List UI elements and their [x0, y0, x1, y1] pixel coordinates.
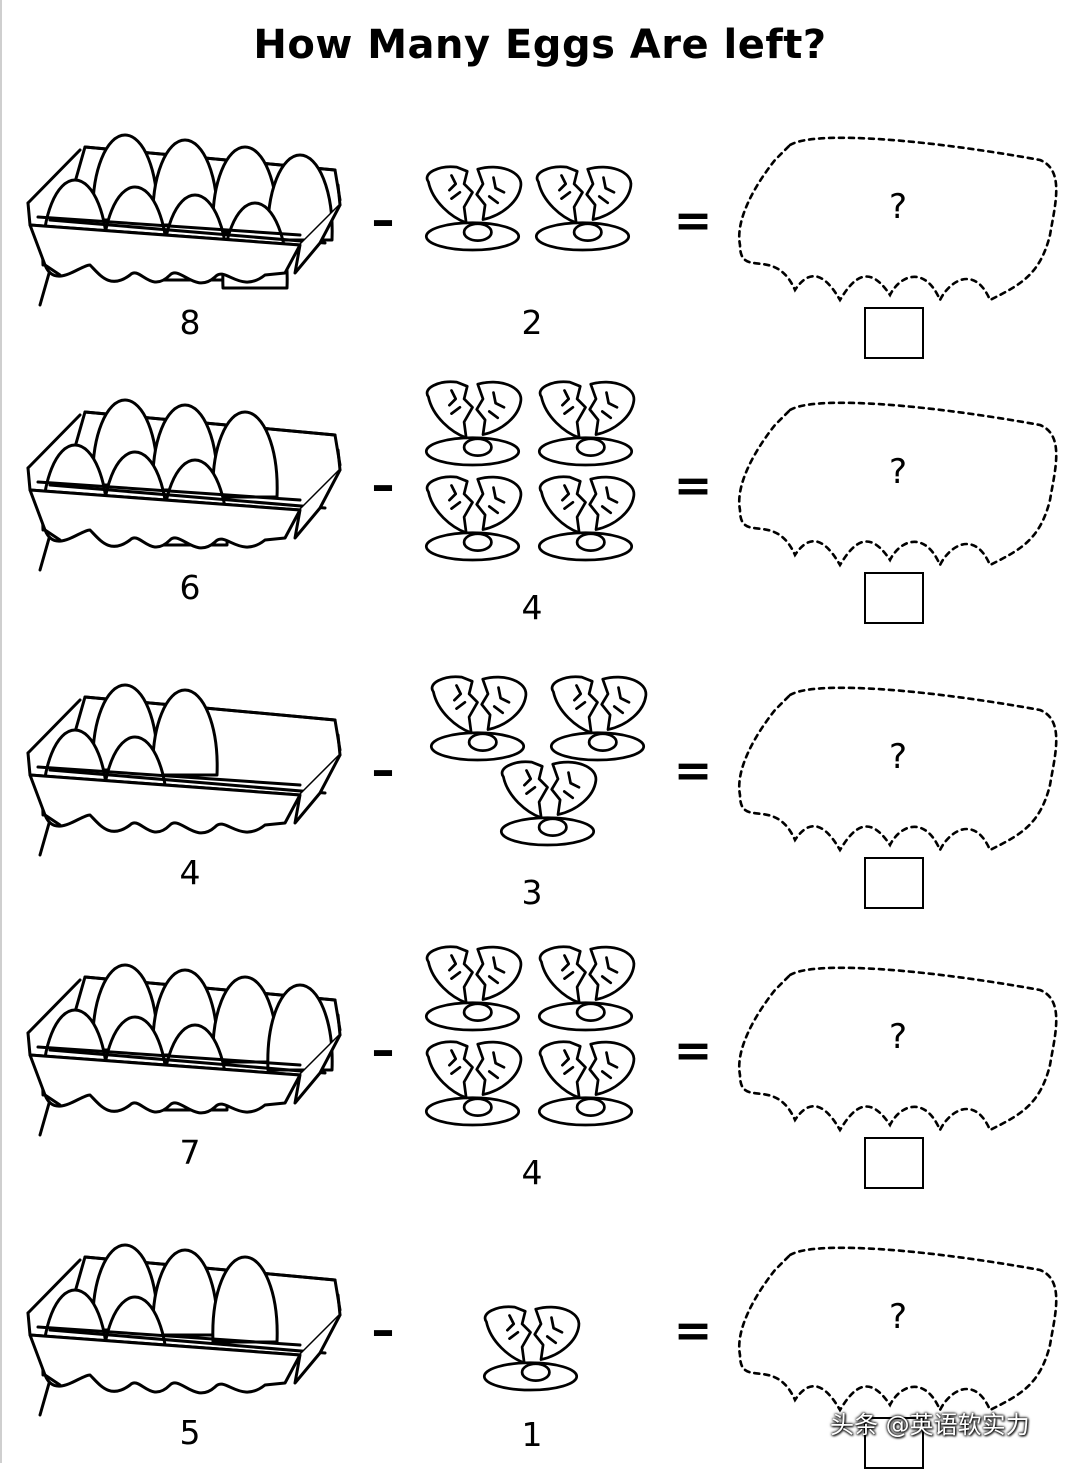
broken-egg-icon	[482, 1305, 581, 1392]
broken-egg-icon	[534, 165, 633, 252]
problem-illustration	[26, 380, 1058, 572]
broken-egg-icon	[424, 945, 523, 1032]
egg-carton-icon	[26, 683, 342, 857]
problem-illustration	[26, 675, 1058, 857]
egg-carton-icon	[26, 1243, 342, 1417]
question-mark: ?	[888, 452, 908, 492]
egg-carton-icon	[26, 398, 342, 572]
problem-illustration	[26, 1243, 1058, 1417]
taken-count: 3	[521, 873, 543, 912]
taken-count: 2	[521, 303, 543, 342]
subtraction-problem: 8 2 – =?	[0, 125, 1080, 359]
broken-egg-icon	[424, 380, 523, 467]
answer-box[interactable]	[864, 572, 924, 624]
subtraction-problem: 4 3 – =?	[0, 675, 1080, 912]
page-title: How Many Eggs Are left?	[253, 22, 827, 68]
equals-sign: =	[673, 1023, 713, 1077]
equals-sign: =	[673, 193, 713, 247]
problem-illustration	[26, 945, 1058, 1137]
dashed-cloud-outline	[737, 966, 1058, 1134]
taken-count: 1	[521, 1415, 543, 1454]
equals-sign: =	[673, 1303, 713, 1357]
question-mark: ?	[888, 1017, 908, 1057]
start-count: 8	[179, 303, 201, 342]
minus-sign: –	[371, 743, 395, 797]
dashed-cloud-outline	[737, 1246, 1058, 1414]
answer-box[interactable]	[864, 307, 924, 359]
egg-carton-icon	[26, 963, 342, 1137]
broken-egg-icon	[424, 165, 523, 252]
egg-in-carton	[211, 1255, 279, 1344]
broken-egg-icon	[499, 760, 598, 847]
equals-sign: =	[673, 458, 713, 512]
taken-count: 4	[521, 588, 543, 627]
minus-sign: –	[371, 1023, 395, 1077]
question-mark: ?	[888, 187, 908, 227]
answer-box[interactable]	[864, 1137, 924, 1189]
equals-sign: =	[673, 743, 713, 797]
broken-egg-icon	[537, 380, 636, 467]
egg-in-carton	[151, 688, 219, 777]
broken-egg-icon	[537, 945, 636, 1032]
taken-count: 4	[521, 1153, 543, 1192]
broken-egg-icon	[429, 675, 528, 762]
question-mark: ?	[888, 1297, 908, 1337]
dashed-cloud-outline	[737, 136, 1058, 304]
broken-egg-icon	[424, 1040, 523, 1127]
broken-egg-icon	[424, 475, 523, 562]
egg-in-carton	[266, 983, 334, 1072]
watermark: 头条 @英语软实力	[830, 1411, 1030, 1439]
dashed-cloud-outline	[737, 686, 1058, 854]
subtraction-problem: 6 4 – =?	[0, 380, 1080, 627]
start-count: 7	[179, 1133, 201, 1172]
question-mark: ?	[888, 737, 908, 777]
page-edge	[0, 0, 2, 1463]
egg-in-carton	[211, 410, 279, 499]
egg-carton-icon	[26, 133, 342, 307]
egg-in-carton	[266, 153, 334, 242]
broken-egg-icon	[549, 675, 648, 762]
minus-sign: –	[371, 1303, 395, 1357]
minus-sign: –	[371, 458, 395, 512]
start-count: 4	[179, 853, 201, 892]
start-count: 6	[179, 568, 201, 607]
start-count: 5	[179, 1413, 201, 1452]
minus-sign: –	[371, 193, 395, 247]
broken-egg-icon	[537, 1040, 636, 1127]
subtraction-problem: 5 1 – =?	[0, 1235, 1080, 1469]
subtraction-problem: 7 4 – =?	[0, 945, 1080, 1192]
problem-illustration	[26, 133, 1058, 307]
dashed-cloud-outline	[737, 401, 1058, 569]
answer-box[interactable]	[864, 857, 924, 909]
broken-egg-icon	[537, 475, 636, 562]
